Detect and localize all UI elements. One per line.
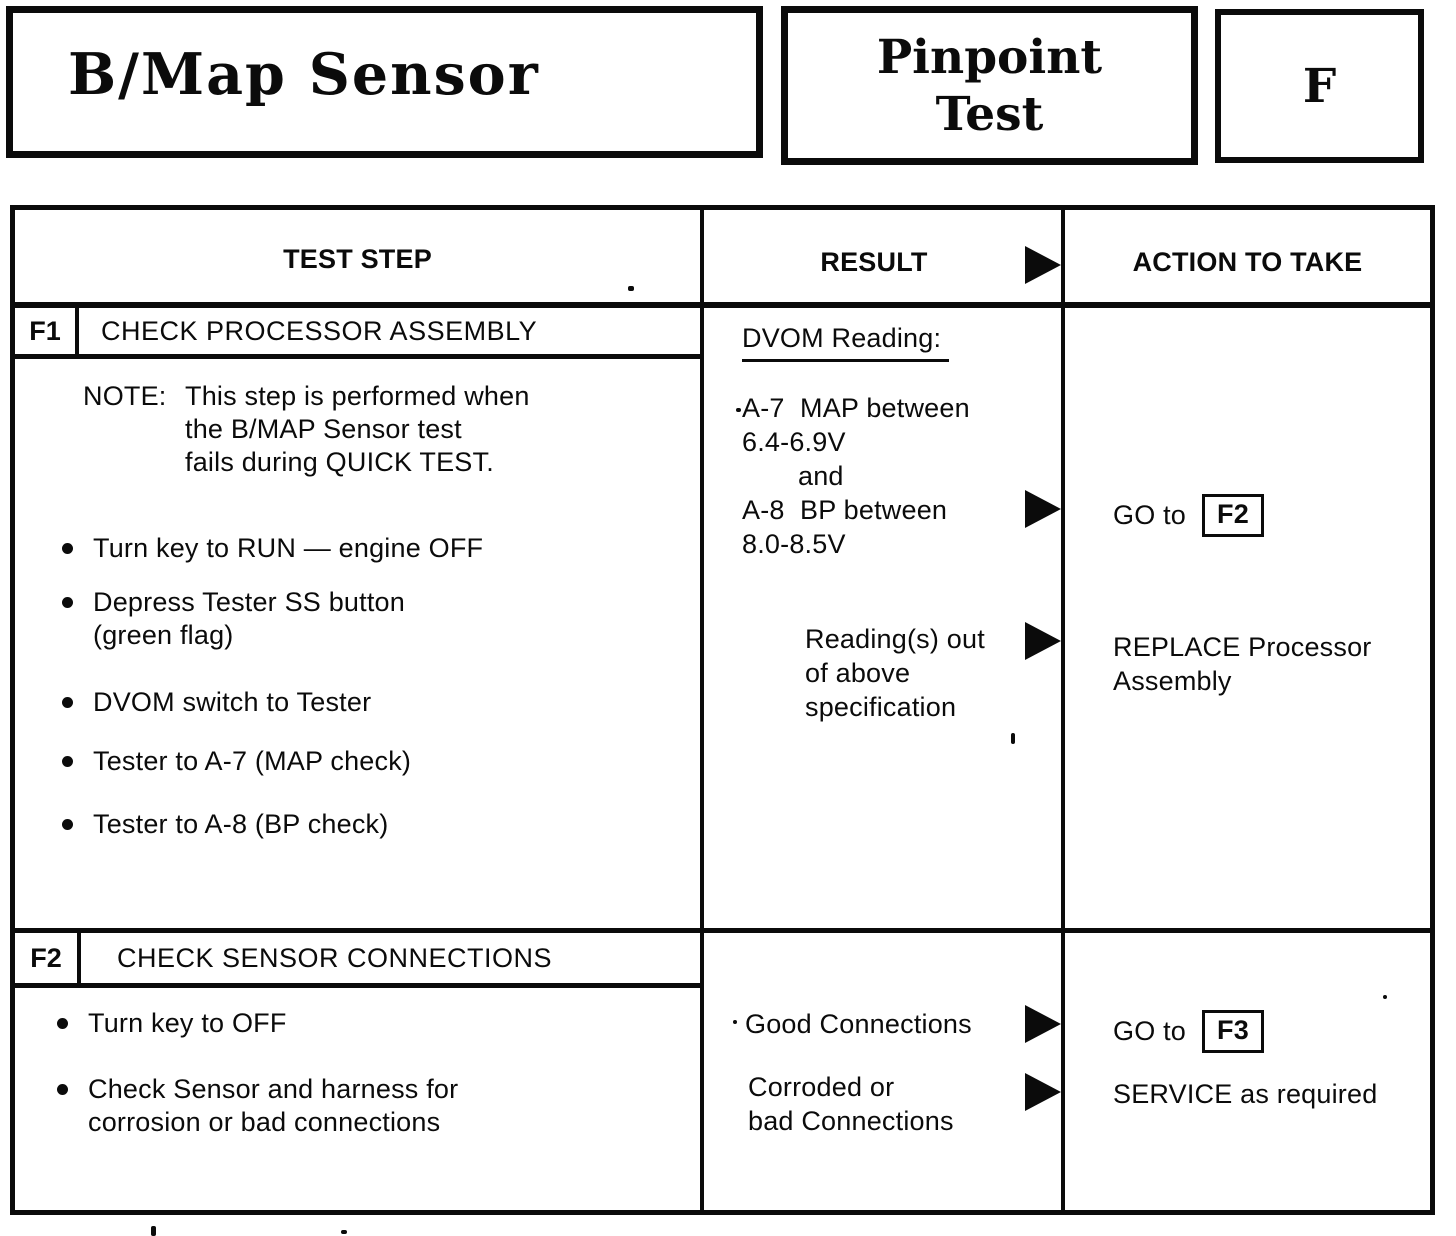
result-line: Corroded or: [748, 1072, 895, 1102]
step-ref-box-f2: F2: [1202, 494, 1264, 537]
header-row-divider: [15, 302, 1430, 308]
bullet-icon: [57, 1018, 68, 1029]
step-f1-title-bar: F1 CHECK PROCESSOR ASSEMBLY: [15, 308, 704, 359]
result-line: 6.4-6.9V: [742, 427, 846, 457]
note-line: fails during QUICK TEST.: [185, 447, 494, 477]
action-line: REPLACE Processor: [1113, 632, 1372, 662]
scan-artifact-dot: [628, 286, 634, 291]
step-ref-box-f3: F3: [1202, 1010, 1264, 1053]
result-line: specification: [805, 692, 957, 722]
sensor-title: B/Map Sensor: [68, 40, 540, 108]
bullet-text: Turn key to RUN — engine OFF: [93, 533, 484, 563]
result-arrow-icon: [1025, 1005, 1061, 1043]
step-f1-label: F1: [15, 308, 79, 354]
column-divider-2: [1061, 210, 1065, 1210]
result-line: Reading(s) out: [805, 624, 985, 654]
scan-artifact-dot: [736, 408, 741, 412]
action-goto-f2: GO to F2: [1113, 494, 1264, 537]
bullet-item: DVOM switch to Tester: [62, 686, 371, 719]
bullet-line: Depress Tester SS button: [93, 587, 405, 617]
result-arrow-icon: [1025, 490, 1061, 528]
scan-artifact-mark: [1011, 733, 1015, 744]
pinpoint-test-line2: Test: [935, 86, 1044, 142]
sensor-title-box: B/Map Sensor: [6, 6, 763, 158]
result-arrow-icon: [1025, 622, 1061, 660]
pinpoint-test-box: Pinpoint Test: [781, 6, 1198, 165]
note-label: NOTE:: [83, 381, 167, 411]
step-f2-label: F2: [15, 933, 81, 983]
pinpoint-test-table: TEST STEP RESULT ACTION TO TAKE F1 CHECK…: [10, 205, 1435, 1215]
bullet-text: DVOM switch to Tester: [93, 687, 372, 717]
result-line: of above: [805, 658, 911, 688]
bullet-icon: [62, 597, 73, 608]
result-text-dvom: A-7 MAP between 6.4-6.9V and A-8 BP betw…: [742, 391, 970, 561]
bullet-icon: [62, 697, 73, 708]
bullet-icon: [57, 1084, 68, 1095]
bullet-icon: [62, 543, 73, 554]
bullet-text: Check Sensor and harness for corrosion o…: [88, 1073, 458, 1139]
result-line: and: [798, 461, 844, 491]
action-service: SERVICE as required: [1113, 1079, 1378, 1109]
result-line: bad Connections: [748, 1106, 954, 1136]
result-arrow-icon: [1025, 1073, 1061, 1111]
test-letter-box: F: [1215, 9, 1424, 163]
result-text-out-of-spec: Reading(s) out of above specification: [805, 622, 985, 724]
column-divider-1: [700, 210, 704, 1210]
result-line: 8.0-8.5V: [742, 529, 846, 559]
bullet-icon: [62, 819, 73, 830]
bullet-item: Check Sensor and harness for corrosion o…: [57, 1073, 458, 1139]
result-text-good: Good Connections: [745, 1009, 972, 1039]
step-f1-title: CHECK PROCESSOR ASSEMBLY: [101, 315, 538, 346]
scan-artifact-dot: [733, 1020, 737, 1024]
bullet-item: Turn key to OFF: [57, 1007, 287, 1040]
bullet-icon: [62, 756, 73, 767]
column-header-action: ACTION TO TAKE: [1132, 247, 1363, 277]
note-line: This step is performed when: [185, 381, 530, 411]
result-line: A-7 MAP between: [742, 393, 970, 423]
step-f2-title: CHECK SENSOR CONNECTIONS: [117, 942, 553, 973]
bullet-line: Check Sensor and harness for: [88, 1074, 459, 1104]
result-text-corroded: Corroded or bad Connections: [748, 1070, 954, 1138]
bullet-line: corrosion or bad connections: [88, 1107, 441, 1137]
note-text: This step is performed when the B/MAP Se…: [185, 380, 530, 479]
bullet-text: Tester to A-8 (BP check): [93, 809, 389, 839]
pinpoint-test-line1: Pinpoint: [876, 29, 1103, 85]
action-line: Assembly: [1113, 666, 1232, 696]
scan-artifact-dot: [1383, 995, 1387, 999]
step-f2-title-bar: F2 CHECK SENSOR CONNECTIONS: [15, 933, 704, 988]
result-line: A-8 BP between: [742, 495, 948, 525]
action-text: GO to: [1113, 1016, 1187, 1046]
action-goto-f3: GO to F3: [1113, 1010, 1264, 1053]
test-letter: F: [1302, 58, 1337, 114]
bullet-item: Tester to A-8 (BP check): [62, 808, 388, 841]
note-line: the B/MAP Sensor test: [185, 414, 462, 444]
bullet-item: Tester to A-7 (MAP check): [62, 745, 411, 778]
column-header-test-step: TEST STEP: [283, 244, 432, 274]
section-divider: [15, 928, 1430, 933]
action-replace-processor: REPLACE Processor Assembly: [1113, 630, 1372, 698]
bullet-line: (green flag): [93, 620, 234, 650]
column-header-result: RESULT: [820, 247, 928, 277]
result-heading-text: DVOM Reading:: [742, 322, 950, 362]
action-text: GO to: [1113, 500, 1187, 530]
bullet-item: Turn key to RUN — engine OFF: [62, 532, 483, 565]
result-arrow-icon: [1025, 246, 1061, 284]
bullet-item: Depress Tester SS button (green flag): [62, 586, 405, 652]
bullet-text: Depress Tester SS button (green flag): [93, 586, 405, 652]
note-block: NOTE: This step is performed when the B/…: [83, 380, 530, 479]
bullet-text: Tester to A-7 (MAP check): [93, 746, 412, 776]
scan-artifact-dot: [341, 1230, 347, 1234]
bullet-text: Turn key to OFF: [88, 1008, 287, 1038]
result-heading: DVOM Reading:: [742, 322, 950, 362]
scan-artifact-mark: [151, 1226, 156, 1236]
